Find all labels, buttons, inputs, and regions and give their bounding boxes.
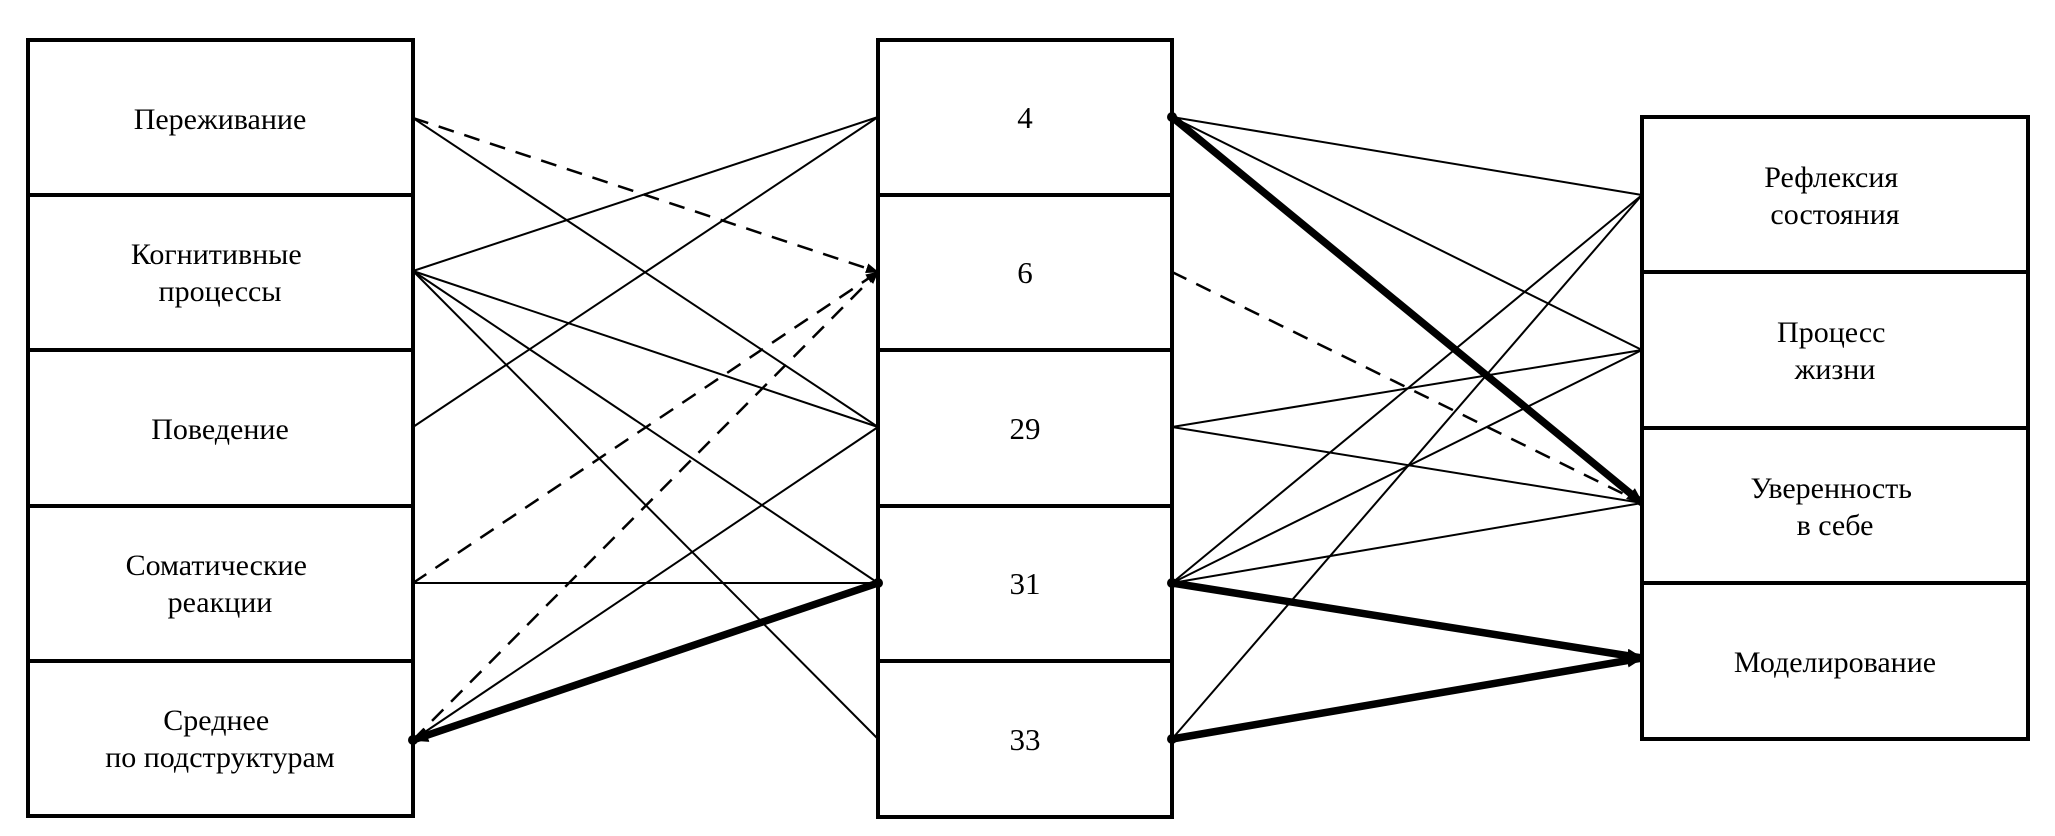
label-povedenie: Поведение <box>151 413 289 446</box>
value-4: 4 <box>1017 100 1033 135</box>
box-6 <box>876 193 1174 352</box>
label-perezhivanie: Переживание <box>134 103 307 136</box>
edge-m29-r3 <box>1171 426 1643 504</box>
box-33 <box>876 659 1174 819</box>
box-uverennost-v-sebe <box>1640 426 2030 585</box>
junction-dot <box>1167 578 1177 588</box>
box-perezhivanie <box>26 38 415 197</box>
edge-l2-m4 <box>412 116 879 272</box>
box-kognitivnye-processy <box>26 193 415 352</box>
label-modelirovanie: Моделирование <box>1734 646 1936 679</box>
edge-m4-r2 <box>1171 116 1643 351</box>
value-6: 6 <box>1017 255 1033 290</box>
edge-m31-r1 <box>1171 194 1643 584</box>
junction-dot <box>1167 112 1177 122</box>
edge-m31-r4 <box>1171 579 1644 663</box>
edge-l5-m29 <box>412 426 879 741</box>
edge-l4-m6 <box>412 270 879 585</box>
junction-dots <box>408 112 1177 745</box>
edge-l2-m29 <box>412 270 879 428</box>
edge-m33-r1 <box>1171 194 1643 740</box>
label-refleksiya-sostoyaniya: Рефлексия состояния <box>1764 161 1905 231</box>
connection-lines <box>411 114 1645 744</box>
column-values: 4 6 29 31 33 <box>876 38 1174 819</box>
box-somaticheskie-reakcii <box>26 504 415 663</box>
box-4 <box>876 38 1174 197</box>
label-somaticheskie-reakcii: Соматические реакции <box>126 549 315 619</box>
edge-m4-r3 <box>1169 114 1645 506</box>
value-31: 31 <box>1010 566 1041 601</box>
edge-m33-r4 <box>1171 653 1644 743</box>
junction-dot <box>1167 734 1177 744</box>
box-srednee-po-podstrukturam <box>26 659 415 818</box>
box-modelirovanie <box>1640 581 2030 741</box>
edge-m31-r3 <box>1171 502 1643 584</box>
junction-dot <box>408 735 418 745</box>
value-33: 33 <box>1010 722 1041 757</box>
box-process-zhizni <box>1640 270 2030 430</box>
label-process-zhizni: Процесс жизни <box>1777 316 1893 386</box>
junction-dot <box>873 578 883 588</box>
value-29: 29 <box>1010 411 1041 446</box>
edge-m31-l5 <box>411 579 880 744</box>
label-srednee-po-podstrukturam: Среднее по подструктурам <box>105 704 335 774</box>
box-povedenie <box>26 348 415 508</box>
box-31 <box>876 504 1174 663</box>
box-refleksiya-sostoyaniya <box>1640 115 2030 274</box>
column-scales: Рефлексия состояния Процесс жизни Уверен… <box>1640 115 2030 741</box>
label-kognitivnye-processy: Когнитивные процессы <box>131 238 309 308</box>
edge-l5-m6 <box>412 271 879 741</box>
edge-m4-r1 <box>1171 116 1643 196</box>
edge-m6-r3 <box>1171 270 1643 505</box>
edge-l3-m4 <box>412 116 879 428</box>
column-substructures: Переживание Когнитивные процессы Поведен… <box>26 38 415 818</box>
label-uverennost-v-sebe: Уверенность в себе <box>1751 472 1920 542</box>
box-29 <box>876 348 1174 508</box>
